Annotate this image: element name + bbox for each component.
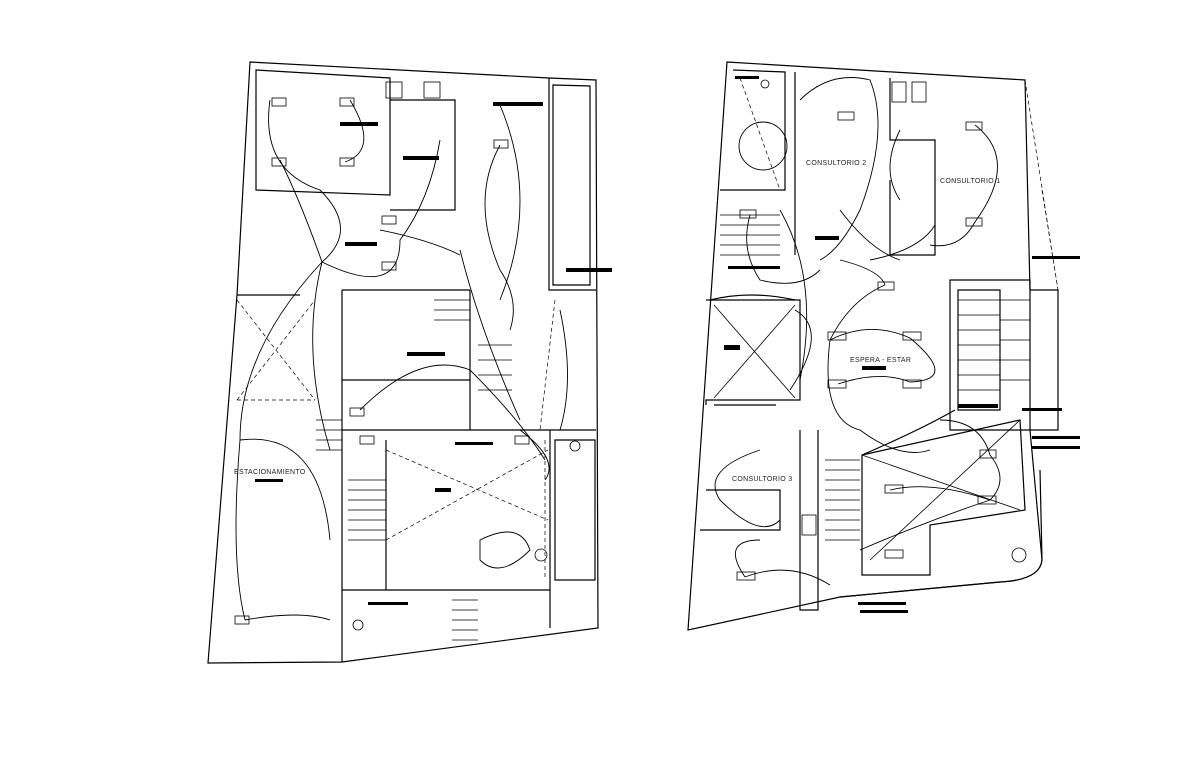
void-x — [713, 304, 1021, 561]
left-annotation-blocks — [340, 102, 612, 605]
upper-floor-plan: CONSULTORIO 2 CONSULTORIO 1 ESPERA - EST… — [687, 61, 1080, 631]
right-outlets — [736, 79, 1027, 581]
left-circuits — [235, 99, 568, 621]
room-label-estacionamiento: ESTACIONAMIENTO — [234, 469, 306, 476]
room-label-consultorio-3: CONSULTORIO 3 — [732, 476, 792, 483]
left-stairs — [316, 289, 512, 641]
right-annotation-blocks — [724, 76, 1080, 613]
right-stairs — [720, 214, 1030, 541]
room-label-espera-estar: ESPERA - ESTAR — [850, 357, 911, 364]
room-label-consultorio-1: CONSULTORIO 1 — [940, 178, 1000, 185]
curved-wall — [709, 294, 1043, 598]
ground-floor-plan: ESTACIONAMIENTO — [207, 61, 612, 664]
left-plan-inner-walls — [237, 69, 596, 662]
ceiling-fixture-circle — [738, 121, 788, 171]
room-label-consultorio-2: CONSULTORIO 2 — [806, 160, 866, 167]
left-dashed-lines — [236, 299, 556, 580]
right-plan-inner-walls — [700, 69, 1031, 611]
left-outlets — [234, 81, 581, 631]
right-dashed-lines — [739, 77, 1059, 291]
room-sublabel-block — [255, 479, 283, 482]
left-plan-outline — [207, 61, 599, 664]
right-circuits — [714, 77, 1001, 586]
